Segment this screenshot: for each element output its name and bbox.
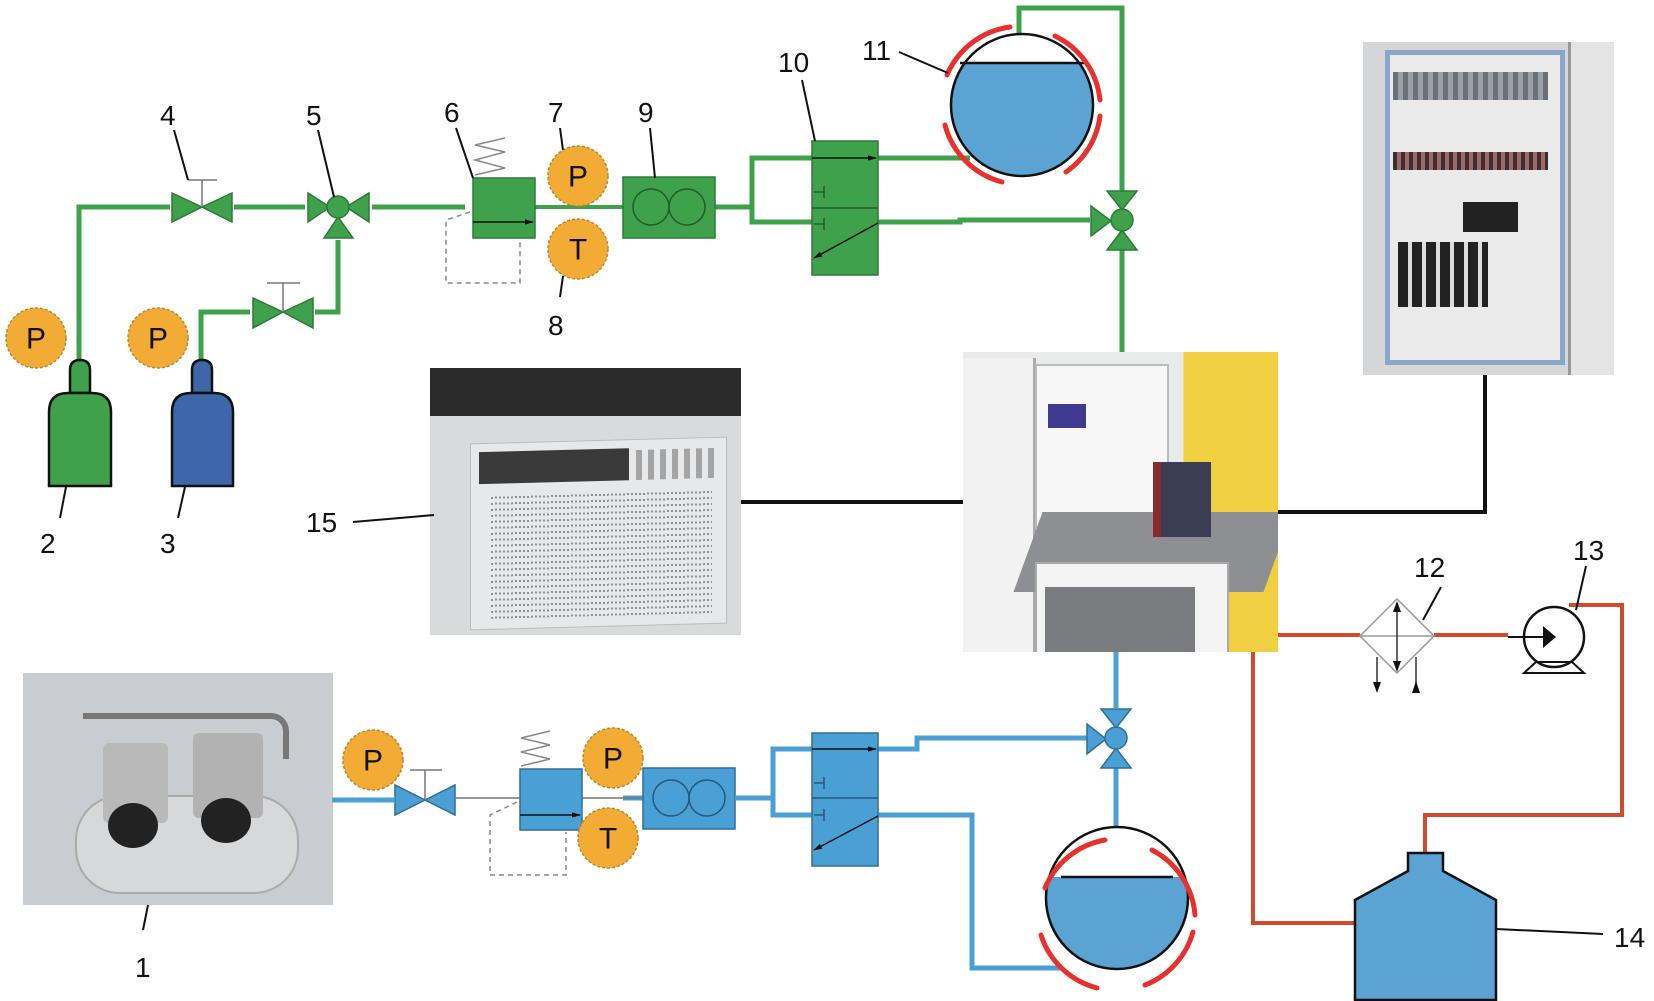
three-way-valve-5	[307, 191, 370, 239]
three-way-valve-hydrogen-outlet	[1090, 190, 1139, 251]
gauge-letter: P	[568, 161, 588, 194]
gauge-letter: T	[569, 234, 587, 267]
hydrogen-line	[76, 5, 1125, 362]
cabinet-door	[1568, 42, 1614, 375]
bench-side-cabinet	[963, 358, 1036, 652]
gauge-letter: T	[599, 823, 617, 856]
label-7: 7	[548, 97, 564, 128]
heater-band	[942, 24, 1103, 185]
heat-exchanger-12	[1358, 597, 1436, 693]
air-pressure-sensor: P	[582, 727, 644, 789]
compressor-fan-right	[201, 798, 251, 843]
air-flow-controller	[642, 767, 736, 830]
switch-valve-air	[811, 732, 879, 867]
test-bench-photo	[963, 352, 1278, 652]
label-4: 4	[160, 100, 176, 131]
contactors	[1398, 242, 1488, 307]
component-labels: 4 5 6 7 9 8 10 11 2 3 15 12 13 14 1	[40, 35, 1645, 983]
air-line	[332, 652, 1119, 971]
label-13: 13	[1573, 535, 1604, 566]
electronic-load-photo	[430, 368, 741, 635]
humidifier-tank-11	[942, 24, 1103, 185]
label-14: 14	[1614, 922, 1645, 953]
gauge-letter: P	[26, 323, 46, 356]
bench-panel-board	[1035, 364, 1169, 528]
compressor-fan-left	[108, 803, 158, 848]
label-9: 9	[638, 97, 654, 128]
mass-flow-controller-9	[622, 176, 716, 239]
label-15: 15	[306, 507, 337, 538]
label-11: 11	[862, 35, 891, 66]
electrical-lines	[741, 375, 1487, 514]
coolant-pump-13	[1508, 605, 1587, 674]
air-temperature-sensor: T	[577, 807, 639, 869]
bench-logo	[1048, 404, 1086, 428]
cylinder-pressure-gauge-n2: P	[127, 307, 189, 369]
gauge-letter: P	[363, 745, 383, 778]
manual-valve-n2	[252, 282, 314, 330]
air-pressure-gauge: P	[342, 729, 404, 791]
nitrogen-cylinder	[170, 358, 235, 488]
label-8: 8	[548, 310, 564, 341]
coolant-water-tank-14	[1353, 851, 1498, 1001]
relay-row	[1393, 152, 1548, 170]
fuel-cell-stack	[1153, 462, 1211, 537]
manual-valve-4	[171, 179, 233, 224]
compressor-handle	[83, 713, 289, 759]
gauge-letter: P	[148, 323, 168, 356]
bench-window	[1045, 587, 1195, 652]
label-2: 2	[40, 528, 56, 559]
label-12: 12	[1414, 552, 1445, 583]
switch-valve-10	[811, 140, 879, 276]
manual-valve-air	[394, 769, 456, 817]
coolant-loop	[1251, 603, 1624, 925]
gauge-letter: P	[603, 743, 623, 776]
label-6: 6	[444, 97, 460, 128]
pressure-regulator-6	[445, 137, 536, 284]
label-3: 3	[160, 528, 176, 559]
pressure-regulator-air	[489, 730, 583, 876]
label-1: 1	[135, 952, 151, 983]
hydrogen-cylinder	[47, 358, 113, 488]
terminal-row	[1393, 72, 1548, 100]
label-10: 10	[778, 47, 809, 78]
heater-band	[1038, 837, 1198, 991]
cylinder-pressure-gauge-h2: P	[5, 307, 67, 369]
label-5: 5	[306, 100, 322, 131]
air-compressor-photo	[23, 673, 333, 905]
three-way-valve-air-outlet	[1086, 708, 1133, 769]
leader-lines	[59, 51, 1604, 935]
control-cabinet-photo	[1363, 42, 1614, 375]
plc-module	[1463, 202, 1518, 232]
pressure-sensor-7: P	[547, 145, 609, 207]
air-humidifier-tank	[1038, 825, 1198, 991]
temperature-sensor-8: T	[547, 218, 609, 280]
